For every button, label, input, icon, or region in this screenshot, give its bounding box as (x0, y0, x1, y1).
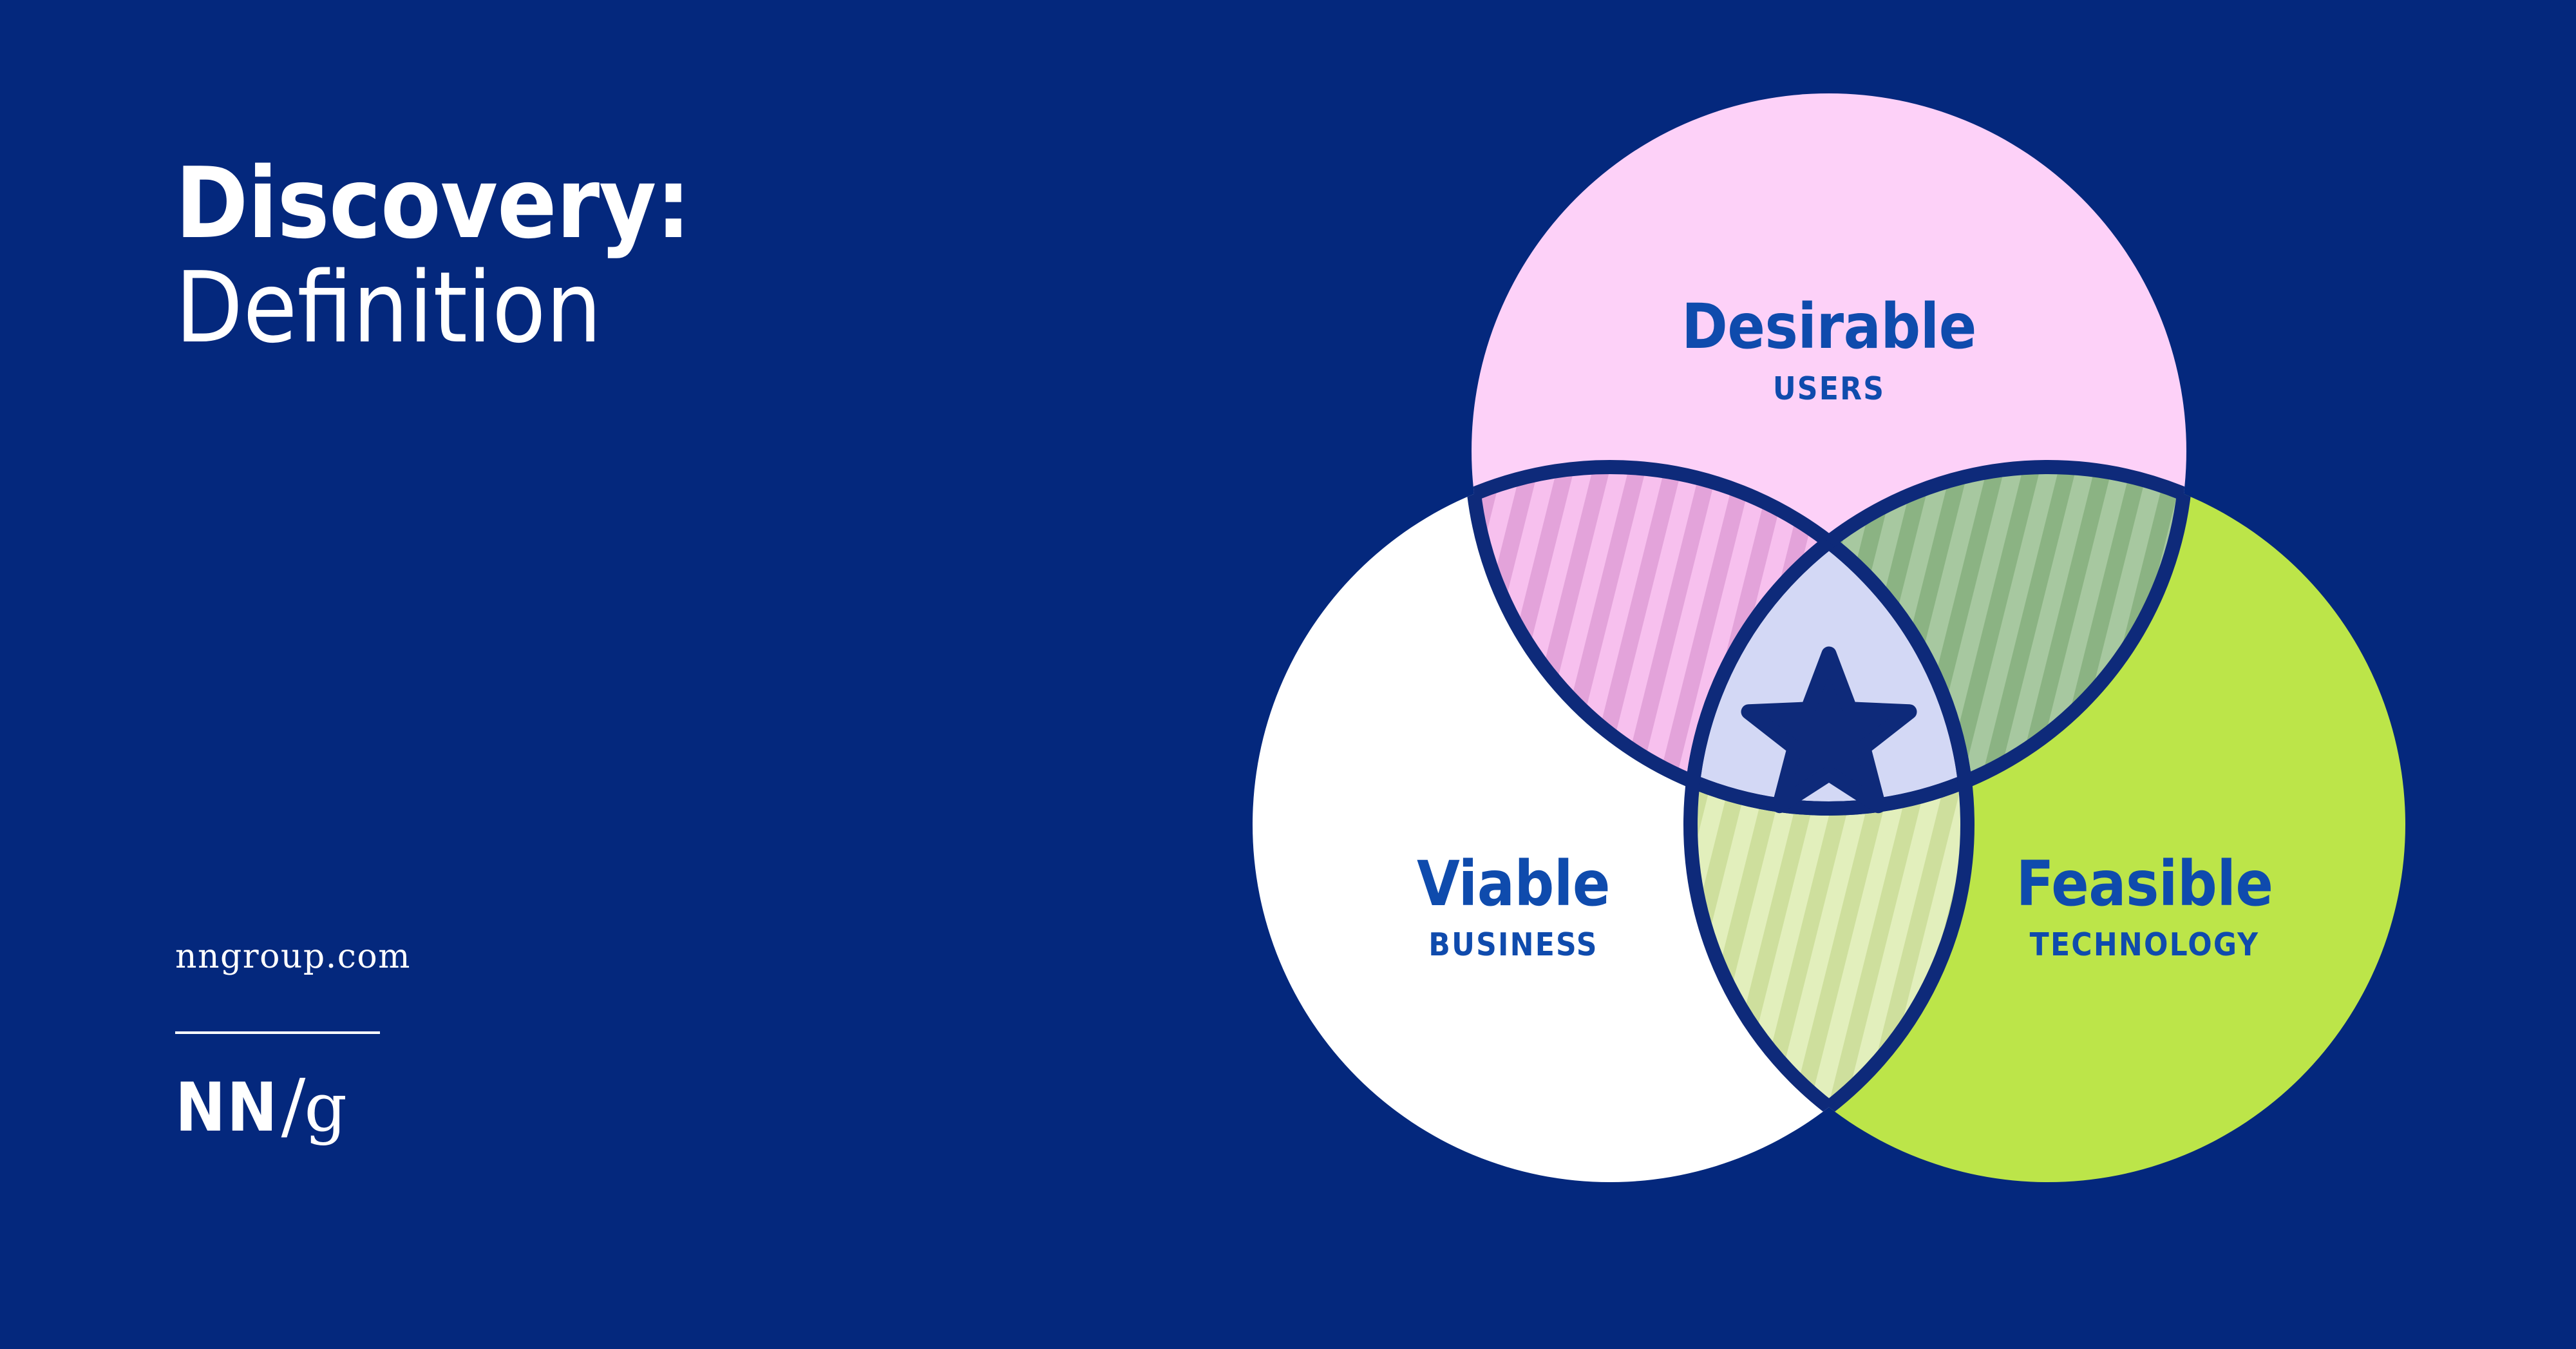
logo-nn-text: NN (175, 1068, 279, 1147)
venn-sublabel-viable: BUSINESS (1428, 926, 1598, 963)
page-title: Discovery: Definition (175, 153, 980, 363)
nng-logo: NN/g (175, 1070, 626, 1142)
venn-label-feasible: Feasible (2016, 848, 2273, 920)
page-title-line-2: Definition (175, 251, 602, 365)
left-panel: Discovery: Definition nngroup.com NN/g (0, 0, 1095, 1349)
venn-label-desirable: Desirable (1681, 291, 1976, 363)
brand-divider (175, 1031, 380, 1034)
page-title-line-1: Discovery: (175, 146, 691, 260)
venn-sublabel-feasible: TECHNOLOGY (2030, 926, 2260, 963)
venn-label-desirable-group: Desirable USERS (1681, 291, 1976, 407)
venn-diagram-svg: Desirable USERS Viable BUSINESS Feasible… (1253, 93, 2405, 1182)
brand-block: nngroup.com NN/g (175, 937, 626, 1142)
venn-diagram: Desirable USERS Viable BUSINESS Feasible… (1166, 26, 2492, 1323)
brand-url[interactable]: nngroup.com (175, 937, 411, 976)
venn-sublabel-desirable: USERS (1773, 370, 1885, 407)
venn-label-viable: Viable (1417, 848, 1610, 920)
venn-label-feasible-group: Feasible TECHNOLOGY (2016, 848, 2273, 963)
star-icon (1741, 646, 1917, 814)
logo-g-text: g (304, 1068, 347, 1147)
venn-label-viable-group: Viable BUSINESS (1417, 848, 1611, 963)
logo-slash-text: / (281, 1064, 306, 1148)
